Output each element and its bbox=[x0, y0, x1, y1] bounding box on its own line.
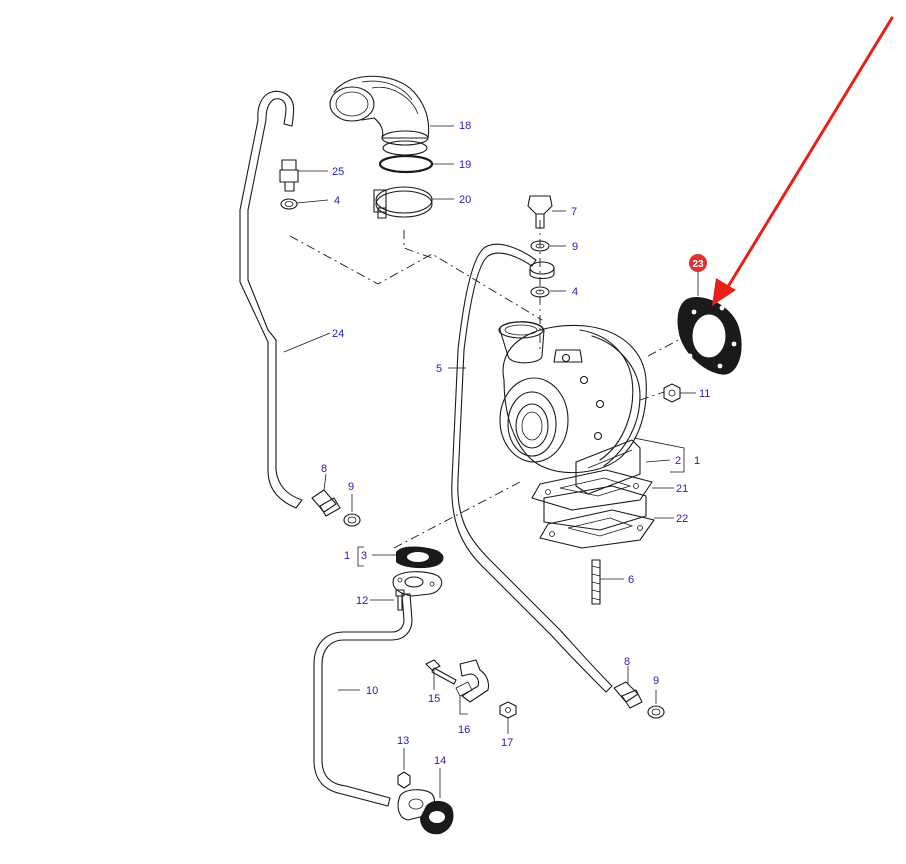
callout-11: 11 bbox=[699, 388, 710, 400]
nut-13 bbox=[397, 771, 411, 789]
centerline-5 bbox=[393, 481, 521, 549]
callout-4-top: 4 bbox=[334, 195, 340, 207]
turbocharger bbox=[498, 321, 647, 495]
fitting-25 bbox=[279, 159, 299, 192]
banjo-bolt-7 bbox=[527, 195, 553, 229]
o-ring-19 bbox=[378, 154, 434, 174]
fitting-8-upper bbox=[311, 489, 341, 517]
callout-3: 3 bbox=[361, 550, 367, 562]
centerline-2 bbox=[403, 230, 433, 259]
leader-lines bbox=[283, 125, 699, 798]
washer-9-upper bbox=[343, 513, 361, 527]
nut-11 bbox=[663, 383, 681, 403]
red-arrow bbox=[712, 16, 894, 306]
drain-flange bbox=[392, 571, 443, 597]
callout-22: 22 bbox=[676, 513, 688, 525]
callout-17: 17 bbox=[501, 737, 513, 749]
clamp-16 bbox=[455, 659, 490, 703]
callout-2: 2 bbox=[675, 455, 681, 467]
highlight-badge-23: 23 bbox=[689, 254, 707, 272]
callout-4-mid: 4 bbox=[572, 286, 578, 298]
washer-4-mid bbox=[530, 286, 550, 298]
callout-16: 16 bbox=[458, 724, 470, 736]
callout-21: 21 bbox=[676, 483, 688, 495]
elbow-18 bbox=[329, 75, 430, 156]
centerline-1 bbox=[289, 235, 543, 321]
callout-20: 20 bbox=[459, 194, 471, 206]
flange-plate-22 bbox=[539, 485, 655, 549]
callout-10: 10 bbox=[366, 685, 378, 697]
callout-15: 15 bbox=[428, 693, 440, 705]
bolt-12 bbox=[395, 589, 405, 611]
callout-7: 7 bbox=[571, 206, 577, 218]
callout-9-top: 9 bbox=[572, 241, 578, 253]
oil-pipe-5 bbox=[451, 243, 613, 693]
washer-4-top bbox=[280, 198, 298, 210]
stud-6 bbox=[591, 559, 601, 605]
callout-13: 13 bbox=[397, 735, 409, 747]
bolt-15 bbox=[425, 659, 457, 685]
callout-14: 14 bbox=[434, 755, 446, 767]
callouts: 18 19 20 25 4 7 9 4 24 5 11 2 1 21 22 6 … bbox=[321, 120, 710, 767]
callout-24: 24 bbox=[332, 328, 344, 340]
nut-17 bbox=[499, 701, 517, 719]
oil-pipe-24 bbox=[239, 90, 303, 509]
callout-19: 19 bbox=[459, 159, 471, 171]
centerline-6 bbox=[639, 391, 665, 401]
clamp-20 bbox=[373, 186, 433, 219]
callout-18: 18 bbox=[459, 120, 471, 132]
callout-12: 12 bbox=[356, 595, 368, 607]
gasket-14 bbox=[420, 800, 454, 835]
drain-pipe-10 bbox=[313, 593, 413, 807]
callout-1-top: 1 bbox=[694, 455, 700, 467]
callout-8-lower: 8 bbox=[624, 656, 630, 668]
callout-25: 25 bbox=[332, 166, 344, 178]
banjo-fitting bbox=[529, 261, 555, 280]
gasket-21 bbox=[531, 469, 653, 511]
washer-9-lower bbox=[647, 705, 665, 719]
gasket-23 bbox=[677, 297, 742, 375]
callout-9-upper: 9 bbox=[348, 481, 354, 493]
callout-5: 5 bbox=[436, 363, 442, 375]
callout-6: 6 bbox=[628, 574, 634, 586]
callout-8-upper: 8 bbox=[321, 463, 327, 475]
fitting-8-lower bbox=[613, 681, 643, 709]
callout-9-lower: 9 bbox=[653, 675, 659, 687]
washer-9-top bbox=[530, 240, 550, 252]
badge-label: 23 bbox=[692, 259, 704, 270]
callout-1-left: 1 bbox=[344, 550, 350, 562]
gasket-3 bbox=[396, 546, 444, 569]
